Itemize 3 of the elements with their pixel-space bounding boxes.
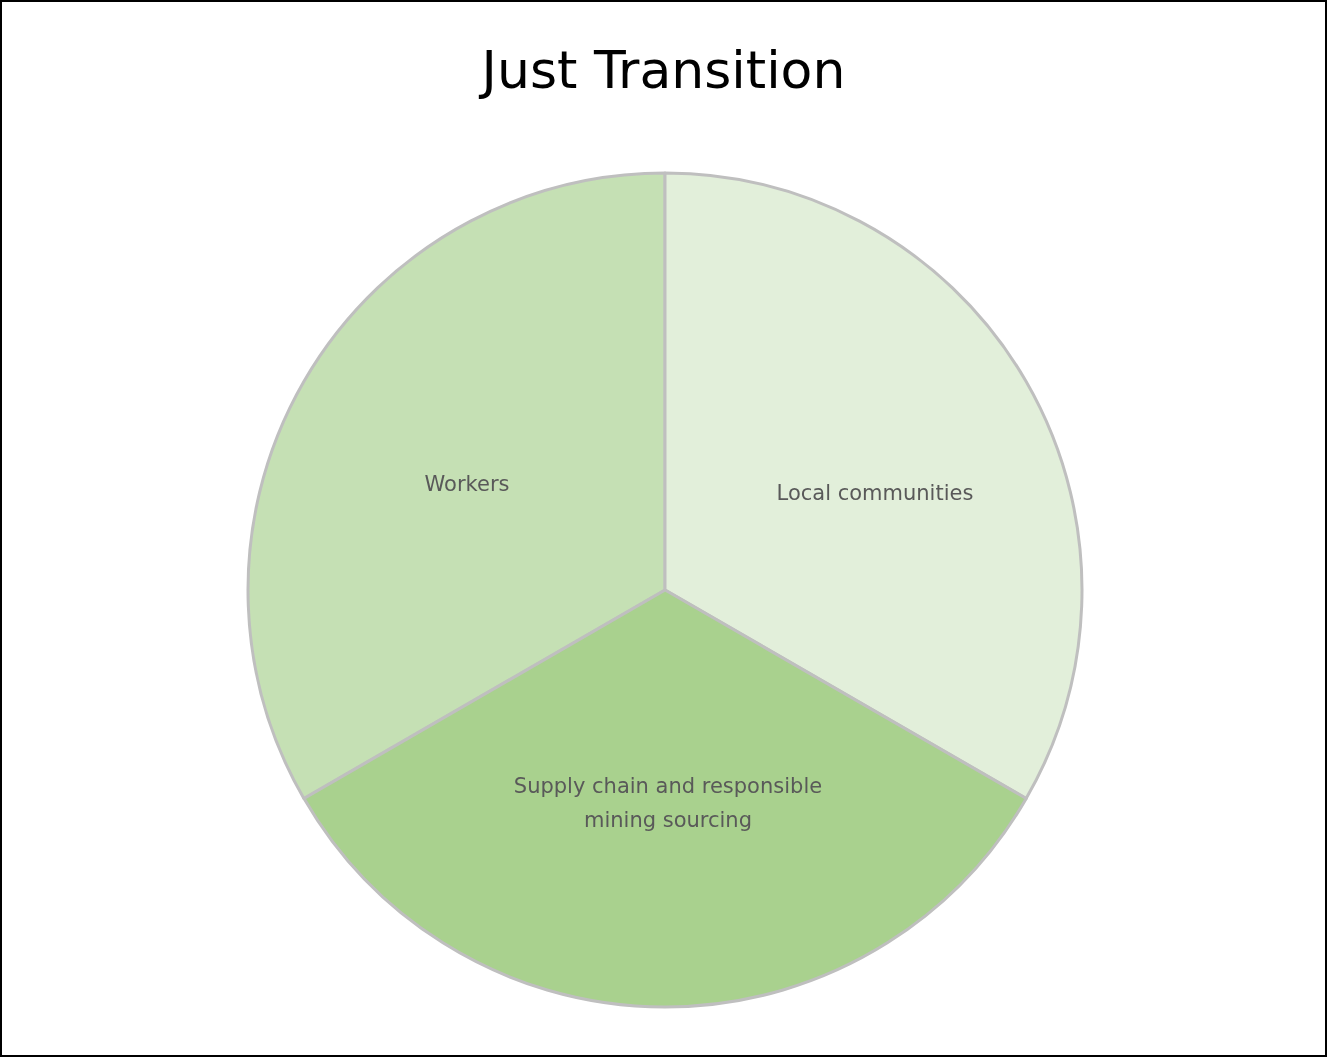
- slice-label: Supply chain and responsible mining sourcing: [513, 774, 823, 832]
- slice-label: Local communities: [776, 481, 974, 506]
- slice-label: Workers: [424, 472, 510, 497]
